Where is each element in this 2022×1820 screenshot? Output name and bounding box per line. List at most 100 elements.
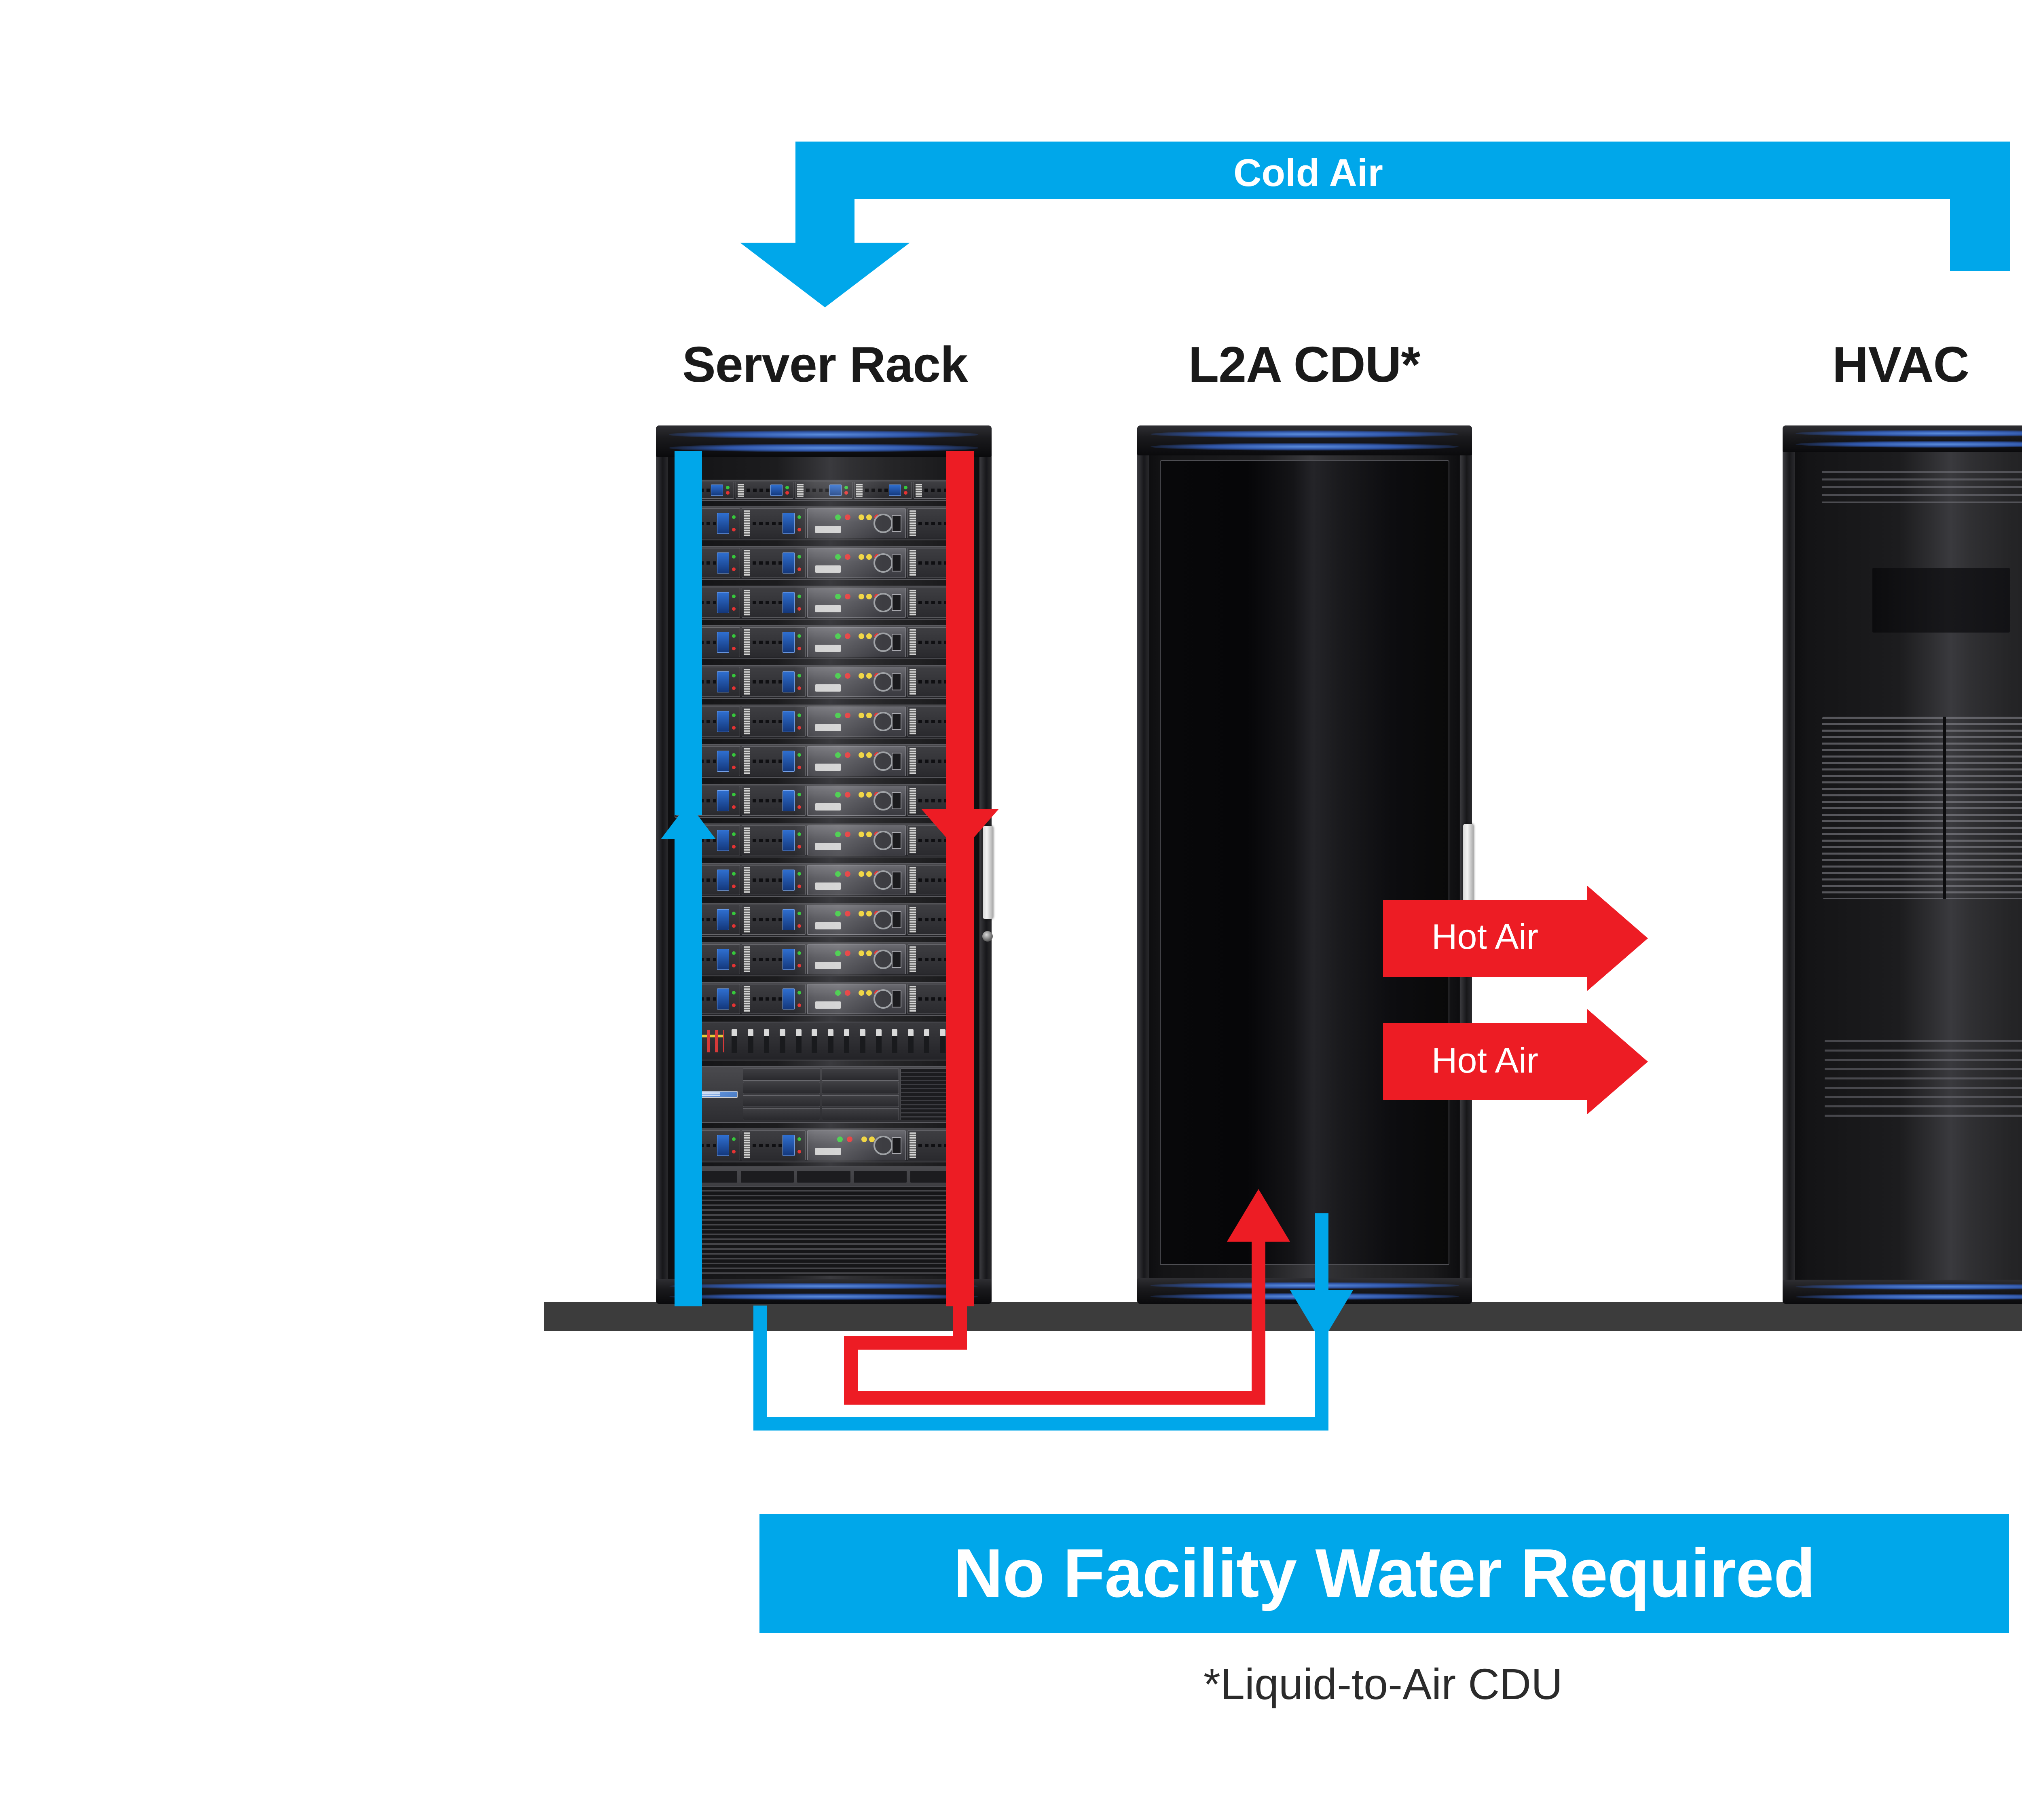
hvac-main-grille <box>1822 717 2022 899</box>
server-unit[interactable] <box>675 784 973 818</box>
vga-port <box>953 987 969 1011</box>
power-button[interactable] <box>873 831 893 850</box>
drive-bay <box>742 984 806 1014</box>
rack-top-cap <box>656 425 992 457</box>
power-button[interactable] <box>873 989 893 1009</box>
cdu-door-handle[interactable] <box>1463 824 1474 917</box>
server-control-panel <box>807 548 906 578</box>
cold-air-label: Cold Air <box>1233 151 1383 195</box>
power-button[interactable] <box>873 1136 893 1155</box>
server-unit[interactable] <box>675 665 973 699</box>
power-button[interactable] <box>873 712 893 731</box>
vga-port <box>953 828 969 853</box>
hvac-cabinet[interactable] <box>1783 425 2022 1304</box>
server-rack-cabinet[interactable] <box>656 425 993 1304</box>
cdu-top-led <box>1137 425 1472 455</box>
drive-bay <box>676 865 740 895</box>
server-unit[interactable] <box>675 823 973 857</box>
patch-port-row <box>732 1029 945 1053</box>
vga-port <box>953 590 969 615</box>
usb-port <box>892 1137 902 1154</box>
power-button[interactable] <box>873 870 893 890</box>
l2a-cdu-label: L2A CDU* <box>1188 337 1420 393</box>
power-button[interactable] <box>873 553 893 573</box>
power-button[interactable] <box>873 751 893 771</box>
drive-bay <box>735 482 793 499</box>
server-control-panel <box>807 905 906 935</box>
vga-port <box>953 709 969 734</box>
drive-bay <box>676 548 740 578</box>
rack-bottom-cap <box>656 1279 992 1304</box>
server-control-panel <box>807 984 906 1014</box>
chassis-vent <box>696 1186 952 1276</box>
usb-port <box>892 713 902 730</box>
server-control-panel <box>807 627 906 657</box>
console-kvm-unit[interactable] <box>675 1066 973 1123</box>
server-unit[interactable] <box>675 903 973 937</box>
power-button[interactable] <box>873 514 893 533</box>
cdu-door-panel[interactable] <box>1160 460 1449 1265</box>
server-unit[interactable] <box>675 744 973 778</box>
server-unit[interactable] <box>675 586 973 620</box>
floor-bar <box>544 1302 2022 1331</box>
cdu-top-cap <box>1137 425 1472 455</box>
drive-bay <box>676 482 734 499</box>
hvac-bottom-led <box>1783 1280 2022 1304</box>
server-unit[interactable] <box>675 506 973 540</box>
server-unit[interactable] <box>675 1128 973 1162</box>
server-unit[interactable] <box>675 863 973 897</box>
blade-chassis[interactable] <box>675 1166 973 1276</box>
usb-port <box>892 872 902 889</box>
patch-panel[interactable] <box>675 1022 973 1060</box>
chassis-handle[interactable] <box>950 1208 963 1246</box>
server-unit[interactable] <box>675 705 973 739</box>
console-drive-column <box>822 1069 899 1120</box>
drive-bay <box>676 786 740 816</box>
l2a-cdu-cabinet[interactable] <box>1137 425 1474 1304</box>
rack-door-lock[interactable] <box>982 931 993 942</box>
hvac-display-panel[interactable] <box>1872 568 2010 633</box>
power-button[interactable] <box>873 672 893 692</box>
server-control-panel <box>807 667 906 697</box>
drive-bay <box>742 707 806 736</box>
usb-port <box>892 832 902 849</box>
power-button[interactable] <box>873 910 893 929</box>
rack-top-led <box>656 425 992 457</box>
power-button[interactable] <box>873 791 893 811</box>
power-button[interactable] <box>873 593 893 612</box>
server-control-panel <box>807 508 906 538</box>
drive-bay <box>676 508 740 538</box>
server-unit[interactable] <box>675 625 973 659</box>
server-unit[interactable] <box>675 942 973 976</box>
drive-bay <box>676 627 740 657</box>
server-rack-label: Server Rack <box>682 337 968 393</box>
hot-air-label-lower: Hot Air <box>1432 1040 1539 1080</box>
server-control-panel <box>807 865 906 895</box>
server-control-panel <box>807 786 906 816</box>
power-button[interactable] <box>873 633 893 652</box>
headline-banner: No Facility Water Required <box>759 1514 2009 1633</box>
server-unit[interactable] <box>675 546 973 580</box>
usb-port <box>892 554 902 571</box>
server-unit[interactable] <box>675 982 973 1016</box>
rail <box>967 481 972 499</box>
server-control-panel <box>807 588 906 618</box>
drive-bay <box>676 825 740 855</box>
footnote-text: *Liquid-to-Air CDU <box>1203 1659 1563 1708</box>
chassis-handle[interactable] <box>684 1208 698 1246</box>
headline-text: No Facility Water Required <box>953 1535 1816 1612</box>
rack-bottom-led <box>656 1279 992 1304</box>
hvac-top-led <box>1783 425 2022 452</box>
server-unit[interactable] <box>675 480 973 501</box>
power-button[interactable] <box>873 950 893 969</box>
drive-bay <box>676 905 740 935</box>
drive-bay <box>742 627 806 657</box>
vga-port <box>953 1029 969 1053</box>
rack-door-handle[interactable] <box>983 826 993 919</box>
vga-port <box>953 868 969 892</box>
server-control-panel <box>807 825 906 855</box>
usb-port <box>892 792 902 809</box>
drive-bay <box>742 944 806 974</box>
drive-bay <box>676 944 740 974</box>
hvac-top-vent <box>1822 471 2022 503</box>
